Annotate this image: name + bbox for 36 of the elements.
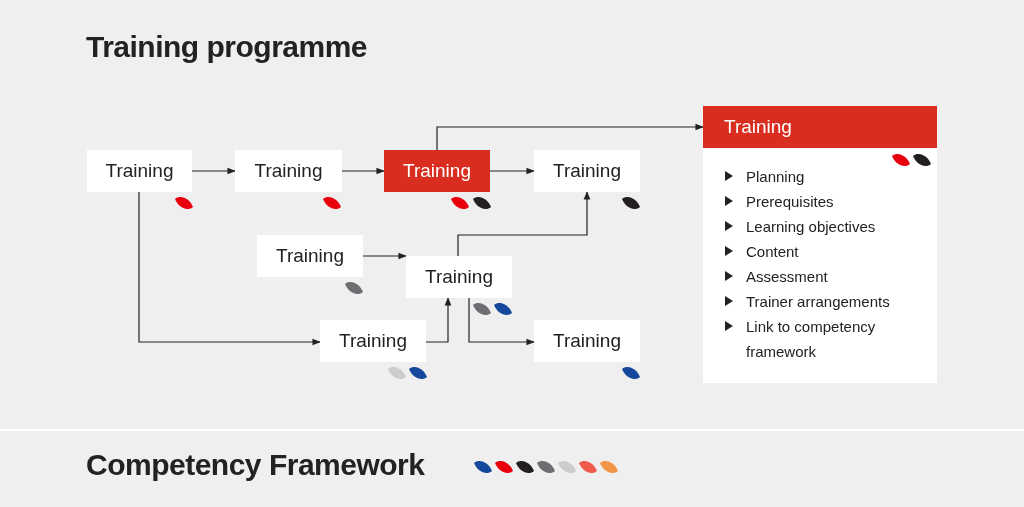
arrow: [436, 123, 704, 151]
arrow: [457, 191, 591, 257]
framework-title: Competency Framework: [86, 448, 425, 482]
arrow: [489, 167, 535, 175]
card-heading: Training: [703, 106, 937, 148]
list-item: Assessment: [746, 267, 829, 287]
list-item: Learning objectives: [746, 217, 877, 237]
arrow: [191, 167, 236, 175]
list-item: Trainer arrangements: [746, 292, 891, 312]
box-label: Training: [339, 330, 407, 352]
title: Training programme: [86, 30, 368, 64]
process-box: [257, 235, 363, 277]
process-box: [534, 150, 640, 192]
list-item: Content: [746, 242, 800, 262]
box-label: Training: [105, 160, 174, 182]
process-box: [320, 320, 426, 362]
list-item: Planning: [746, 167, 806, 187]
box-label: Training: [425, 266, 493, 288]
arrow: [362, 252, 407, 260]
list-item: Link to competency framework: [746, 317, 877, 362]
box-label: Training: [254, 160, 323, 182]
process-box: [235, 150, 342, 192]
arrow: [341, 167, 385, 175]
box-label: Training: [403, 160, 471, 182]
arrow: [468, 297, 535, 346]
detail-card: [703, 106, 937, 383]
box-label: Training: [276, 245, 344, 267]
process-box: [406, 256, 512, 298]
arrow: [425, 297, 452, 343]
arrow: [138, 191, 321, 346]
list-item: Prerequisites: [746, 192, 835, 212]
process-box: [384, 150, 490, 192]
process-box: [87, 150, 192, 192]
process-box: [534, 320, 640, 362]
box-label: Training: [553, 160, 621, 182]
box-label: Training: [553, 330, 621, 352]
